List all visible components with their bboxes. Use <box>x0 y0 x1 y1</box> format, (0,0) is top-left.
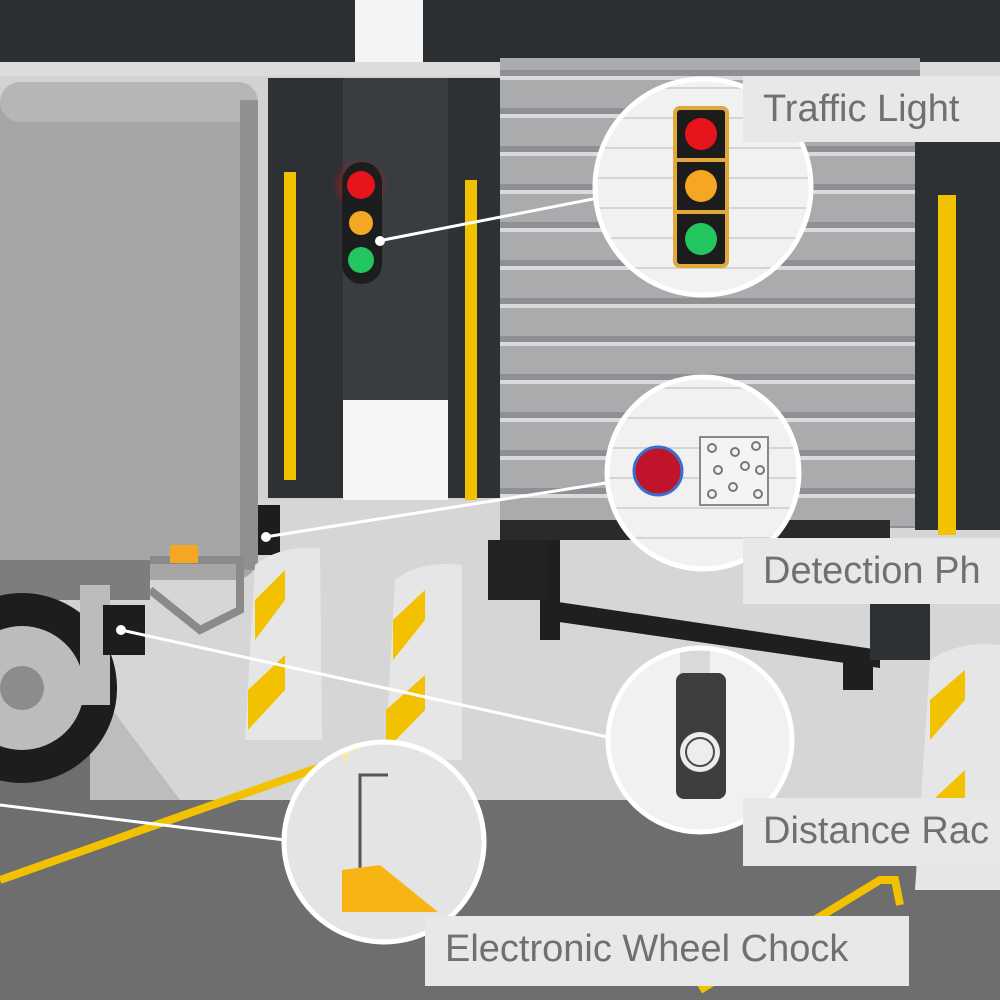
canopy <box>0 0 1000 62</box>
traffic-light-amber-lamp <box>349 211 373 235</box>
callout-wheel-chock: Electronic Wheel Chock <box>425 916 909 986</box>
traffic-light-red-lamp <box>347 171 375 199</box>
leader-line-photocell <box>264 480 613 539</box>
leader-line-traffic-light <box>377 196 599 243</box>
wheel-chock-magnifier <box>281 739 487 945</box>
leader-line-wheel-chock <box>0 803 286 842</box>
door-frame-right <box>915 140 1000 530</box>
leveler-control-box <box>488 540 548 600</box>
truck-trailer <box>0 82 258 580</box>
dock-leveler <box>545 600 880 668</box>
tail-light <box>170 545 198 563</box>
photocell-sensor <box>258 505 280 555</box>
door-frame-left <box>268 78 343 498</box>
callout-distance-radar: Distance Rac <box>743 798 1000 866</box>
leader-line-radar <box>120 628 613 740</box>
floor-guide-line-left <box>0 756 342 884</box>
photocell-magnifier <box>604 374 802 572</box>
dock-bumper <box>245 547 322 740</box>
callout-detection-photocell: Detection Ph <box>743 538 1000 604</box>
callout-traffic-light: Traffic Light <box>743 76 1000 142</box>
yellow-marker-strip <box>284 172 296 480</box>
dock-bumper <box>385 564 462 760</box>
traffic-light-green-lamp <box>348 247 374 273</box>
